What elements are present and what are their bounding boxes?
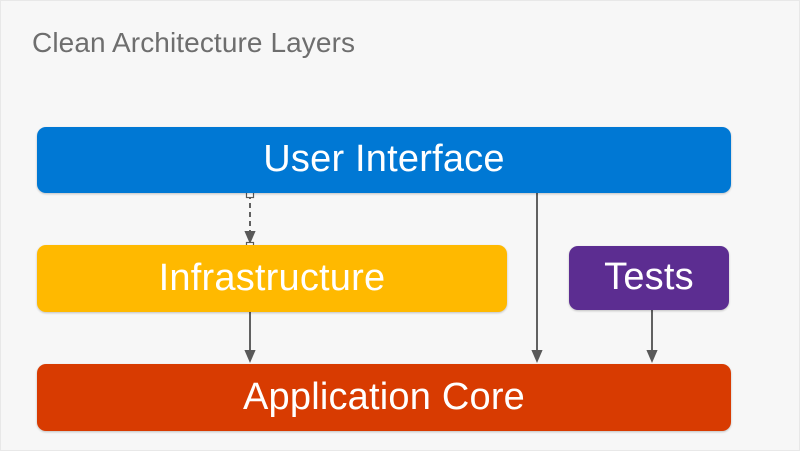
edge-ui-to-application-core <box>531 193 543 363</box>
edge-tests-to-application-core <box>646 310 658 363</box>
arrowhead-icon <box>244 350 256 363</box>
edge-infrastructure-to-application-core <box>244 312 256 363</box>
page-title: Clean Architecture Layers <box>32 27 356 58</box>
arrowhead-icon <box>244 231 256 244</box>
node-application-core[interactable]: Application Core <box>37 364 731 431</box>
arrowhead-icon <box>531 350 543 363</box>
arrowhead-icon <box>646 350 658 363</box>
node-tests[interactable]: Tests <box>569 246 729 310</box>
node-label-tests: Tests <box>604 256 694 298</box>
edge-ui-to-infrastructure <box>244 190 256 250</box>
node-infrastructure[interactable]: Infrastructure <box>37 245 507 312</box>
node-label-application-core: Application Core <box>242 375 526 418</box>
node-label-infrastructure: Infrastructure <box>158 256 386 299</box>
node-user-interface[interactable]: User Interface <box>37 127 731 193</box>
node-label-user-interface: User Interface <box>263 138 505 180</box>
